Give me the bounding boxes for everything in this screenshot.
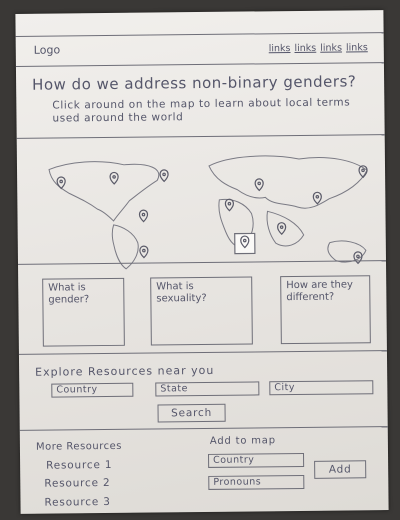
country-input[interactable]: Country xyxy=(51,382,134,398)
more-resources-title: More Resources xyxy=(35,440,123,453)
continent-asia-south xyxy=(266,210,305,247)
add-pronouns-input[interactable]: Pronouns xyxy=(208,474,305,490)
top-divider xyxy=(15,32,384,37)
continent-europe-asia xyxy=(208,155,368,209)
nav-link-3[interactable]: links xyxy=(320,42,343,54)
continent-south-america xyxy=(111,224,139,270)
map-pins xyxy=(56,165,368,265)
map-pin-icon xyxy=(277,222,287,236)
map-pin-icon xyxy=(312,191,322,205)
logo[interactable]: Logo xyxy=(33,43,61,57)
wireframe-page: Logo links links links links How do we a… xyxy=(15,10,389,514)
add-to-map-title: Add to map xyxy=(209,435,276,447)
resource-link-3[interactable]: Resource 3 xyxy=(44,495,111,509)
info-box-difference[interactable]: How are they different? xyxy=(280,275,371,345)
map-pin-icon xyxy=(353,251,363,265)
boxes-divider xyxy=(18,350,387,355)
explore-divider xyxy=(19,426,388,431)
map-pin-selected-icon xyxy=(234,232,256,255)
map-pin-icon xyxy=(159,169,169,183)
add-country-input[interactable]: Country xyxy=(208,452,305,468)
resource-link-1[interactable]: Resource 1 xyxy=(46,458,113,472)
info-box-sexuality[interactable]: What is sexuality? xyxy=(150,276,253,346)
info-box-gender[interactable]: What is gender? xyxy=(42,277,125,347)
map-pin-icon xyxy=(138,209,149,223)
map-pin-icon xyxy=(358,165,368,179)
map-pin-icon xyxy=(56,176,66,190)
nav-link-4[interactable]: links xyxy=(345,42,368,54)
continent-north-america xyxy=(48,161,160,222)
continent-australia xyxy=(327,240,367,263)
resource-link-2[interactable]: Resource 2 xyxy=(44,476,111,490)
header-divider xyxy=(15,62,384,67)
state-input[interactable]: State xyxy=(155,381,260,397)
map-pin-icon xyxy=(139,245,149,259)
nav-link-1[interactable]: links xyxy=(268,43,291,55)
map-pin-icon xyxy=(109,171,119,185)
hero-divider xyxy=(16,134,385,139)
city-input[interactable]: City xyxy=(269,380,374,396)
nav-link-2[interactable]: links xyxy=(294,42,317,55)
map-pin-icon xyxy=(224,198,234,212)
search-button[interactable]: Search xyxy=(157,403,226,423)
page-title: How do we address non-binary genders? xyxy=(32,72,357,94)
page-subtitle: Click around on the map to learn about l… xyxy=(52,96,351,125)
map-pin-icon xyxy=(254,178,264,192)
explore-title: Explore Resources near you xyxy=(35,363,215,379)
add-button[interactable]: Add xyxy=(314,460,367,479)
world-map[interactable] xyxy=(29,148,374,274)
nav-links: links links links links xyxy=(269,42,368,54)
